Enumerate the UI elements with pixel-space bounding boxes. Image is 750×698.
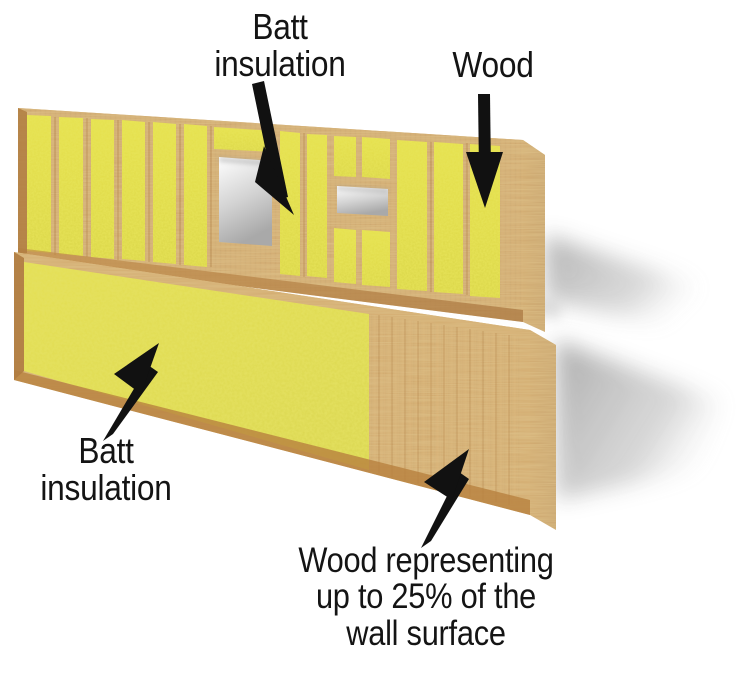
upper-door-header-insulation xyxy=(214,127,274,152)
lower-panel-shadow xyxy=(556,340,720,500)
upper-right-end-face xyxy=(523,140,545,332)
upper-window-cripple-insulation xyxy=(334,136,390,179)
lower-left-end-face xyxy=(14,252,24,380)
upper-insulation-cavities-left xyxy=(27,115,207,267)
upper-insulation-cavity-mid xyxy=(280,131,327,278)
window-opening-inner-shadow xyxy=(337,186,388,193)
arrow-batt-insulation-top xyxy=(252,81,294,215)
lower-wood-grain-highlights xyxy=(384,316,490,501)
lower-batt-insulation-area xyxy=(24,262,369,470)
lower-wall-panel xyxy=(14,252,556,530)
window-opening xyxy=(337,186,388,216)
arrow-wood-top xyxy=(466,94,503,208)
arrow-wood-percent xyxy=(421,449,469,548)
lower-right-end-face xyxy=(530,330,556,530)
upper-stud-lines xyxy=(54,117,468,295)
upper-panel-shadow xyxy=(545,235,700,330)
arrow-batt-insulation-bottom xyxy=(103,343,159,441)
door-opening-inner-shadow xyxy=(219,157,272,166)
upper-bottom-plate xyxy=(18,248,523,322)
lower-wood-area xyxy=(369,314,521,506)
callout-arrows xyxy=(103,81,503,548)
lower-window-cripple-insulation xyxy=(334,228,390,287)
lower-wood-grain-lines xyxy=(378,315,510,505)
lower-bottom-plate xyxy=(14,370,530,515)
upper-left-end-face xyxy=(18,108,27,258)
